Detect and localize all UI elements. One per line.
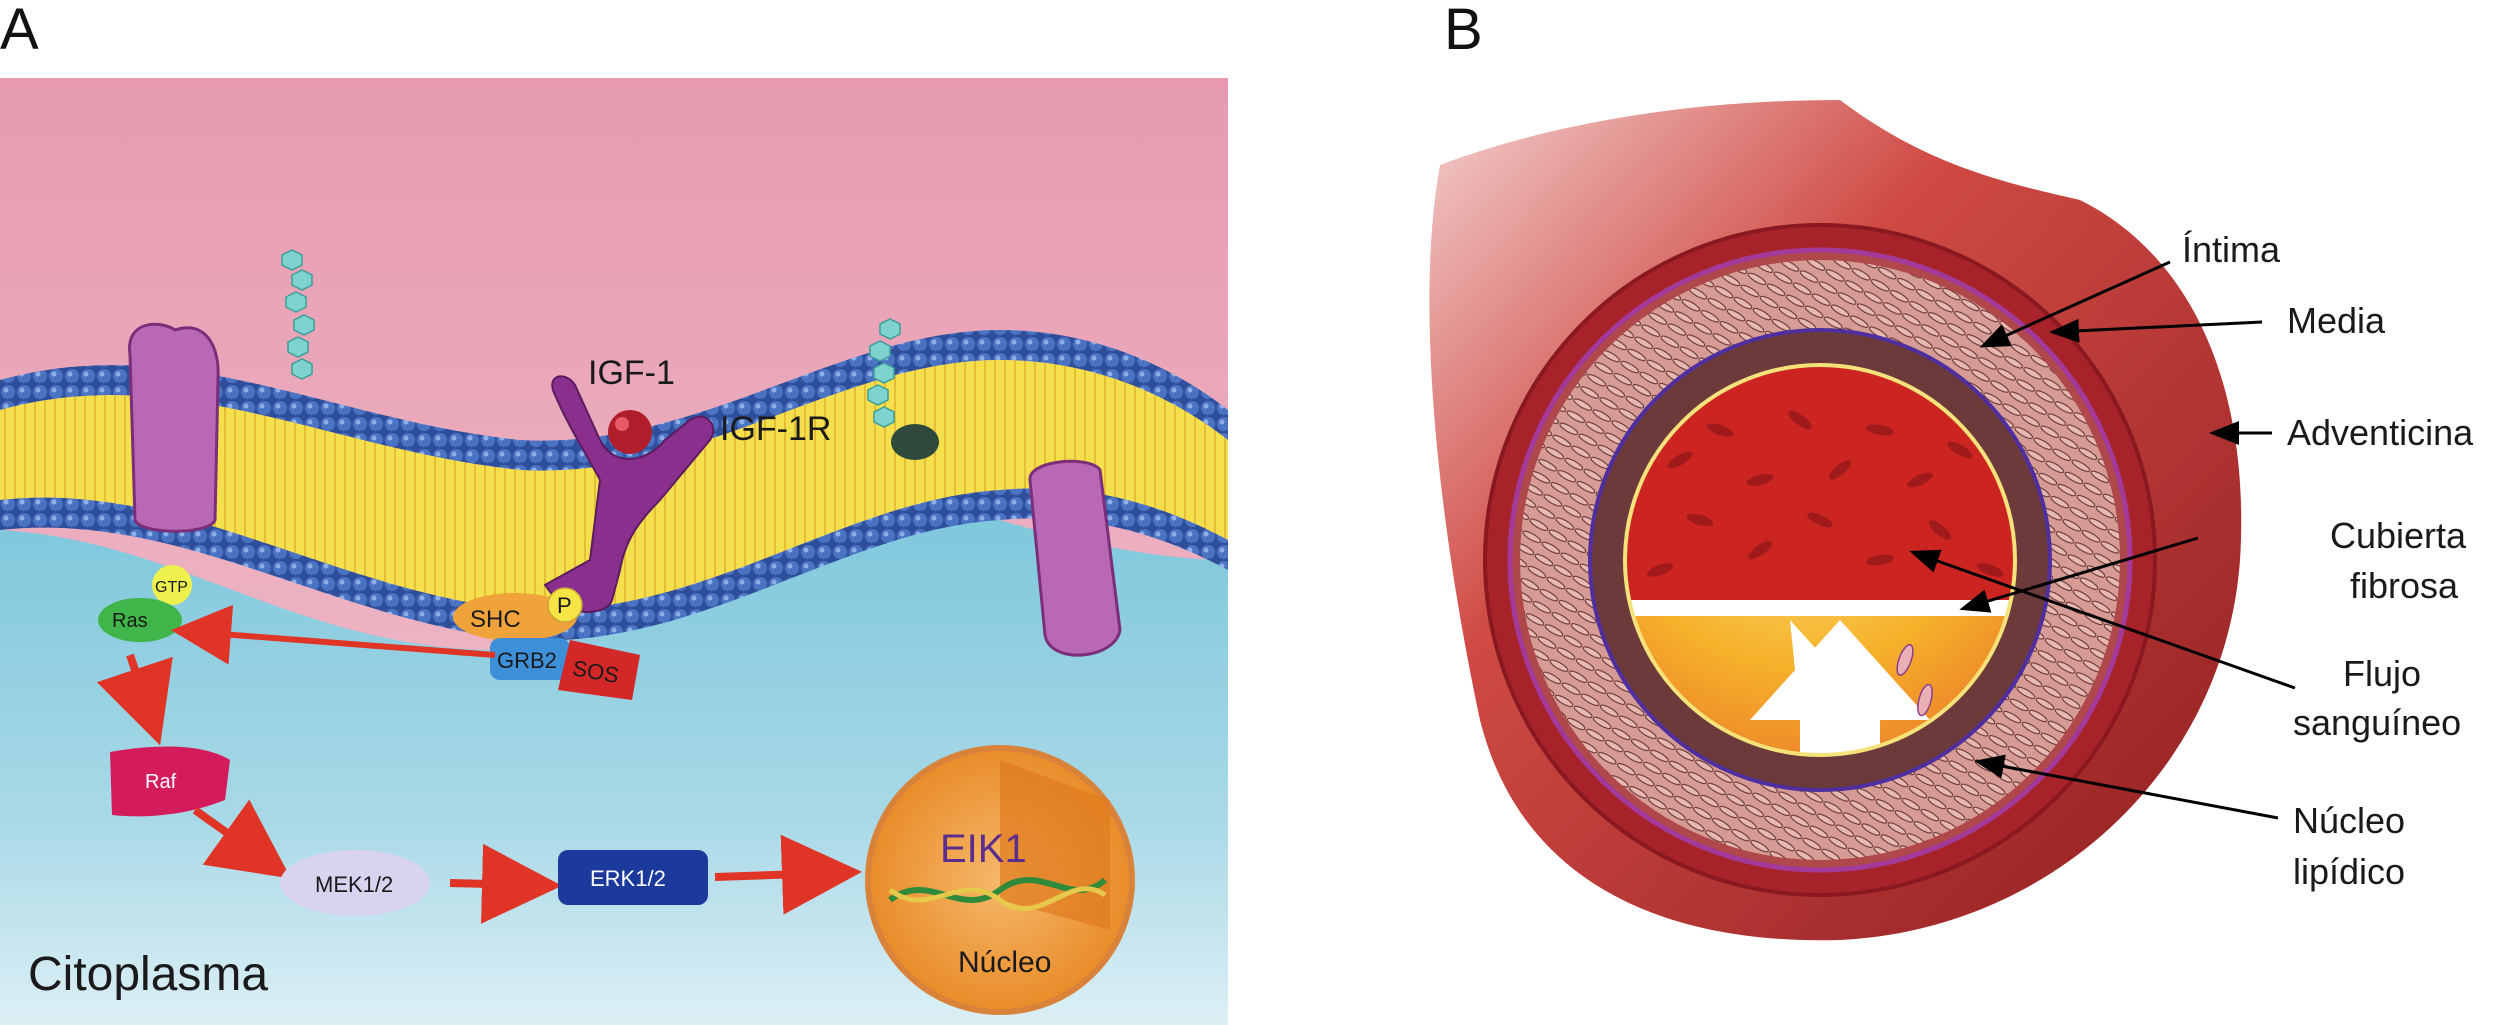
label-intima: Íntima bbox=[2182, 229, 2281, 270]
label-mek: MEK1/2 bbox=[315, 872, 393, 897]
label-raf: Raf bbox=[145, 771, 177, 793]
channel-protein-left bbox=[128, 322, 220, 533]
label-eik1: EIK1 bbox=[940, 827, 1027, 871]
channel-protein-right bbox=[1028, 459, 1122, 657]
lumen-border bbox=[1623, 363, 2017, 757]
lumen bbox=[1625, 365, 2015, 755]
arrow-sos-to-ras bbox=[171, 604, 496, 665]
label-cytoplasm: Citoplasma bbox=[28, 948, 268, 1001]
label-media: Media bbox=[2287, 300, 2386, 341]
label-flujo-line1: Flujo bbox=[2343, 653, 2421, 694]
label-grb2: GRB2 bbox=[497, 648, 557, 673]
blood-flow bbox=[1625, 365, 2015, 610]
panel-a-illustration: IGF-1 IGF-1R GTP Ras SHC P GRB2 SOS Raf … bbox=[0, 78, 1228, 1025]
label-flujo-line2: sanguíneo bbox=[2293, 702, 2461, 743]
label-gtp: GTP bbox=[155, 579, 188, 596]
label-cubierta-line2: fibrosa bbox=[2350, 565, 2459, 606]
red-blood-cells bbox=[1646, 410, 2004, 577]
dark-green-protein bbox=[891, 424, 939, 460]
label-nucleo-line2: lipídico bbox=[2293, 851, 2405, 892]
pointer-nucleo bbox=[1974, 754, 2279, 820]
shc-protein bbox=[453, 593, 577, 641]
panel-a-letter: A bbox=[0, 0, 39, 62]
arrow-raf-to-mek bbox=[192, 799, 292, 879]
dna-helix-strand bbox=[888, 886, 1107, 912]
label-igf1r: IGF-1R bbox=[720, 410, 831, 448]
arrow-mek-to-erk bbox=[449, 843, 562, 924]
sos-protein bbox=[558, 640, 640, 700]
raf-protein bbox=[110, 746, 230, 817]
membrane-inner-heads bbox=[0, 488, 1228, 641]
pointer-cubierta bbox=[1959, 536, 2199, 613]
pointer-flujo bbox=[1909, 549, 2296, 690]
ras-protein bbox=[98, 598, 182, 642]
label-erk: ERK1/2 bbox=[590, 866, 666, 891]
arrow-erk-to-nucleus bbox=[714, 834, 862, 915]
erk-protein bbox=[558, 850, 708, 905]
label-shc: SHC bbox=[470, 606, 521, 633]
grb2-protein bbox=[490, 638, 570, 680]
fibrous-cap bbox=[1625, 600, 2015, 616]
label-nucleus: Núcleo bbox=[958, 946, 1051, 979]
arrow-ras-to-raf bbox=[96, 653, 173, 746]
label-p: P bbox=[557, 593, 572, 618]
igf1-ligand bbox=[608, 410, 652, 454]
igf1-ligand-highlight bbox=[615, 417, 629, 431]
mek-protein bbox=[280, 850, 430, 916]
igf1r-receptor bbox=[543, 375, 715, 613]
label-igf1: IGF-1 bbox=[588, 354, 675, 392]
label-nucleo-line1: Núcleo bbox=[2293, 800, 2405, 841]
label-adventicia: Adventicina bbox=[2287, 412, 2474, 453]
gtp-circle bbox=[152, 565, 192, 605]
pointer-intima bbox=[1979, 260, 2171, 348]
label-ras: Ras bbox=[112, 610, 148, 632]
panel-b-letter: B bbox=[1444, 0, 1483, 62]
label-cubierta-line1: Cubierta bbox=[2330, 515, 2467, 556]
pointer-media bbox=[2049, 318, 2263, 343]
glycan-chain-left bbox=[281, 249, 315, 380]
phosphate-circle bbox=[547, 587, 583, 623]
glycan-chain-right bbox=[867, 318, 901, 428]
panel-b-illustration: Íntima Media Adventicina Cubierta fibros… bbox=[1429, 100, 2474, 941]
membrane-outer-heads bbox=[0, 330, 1228, 471]
blood-flow-arrow-head bbox=[1750, 620, 1930, 755]
